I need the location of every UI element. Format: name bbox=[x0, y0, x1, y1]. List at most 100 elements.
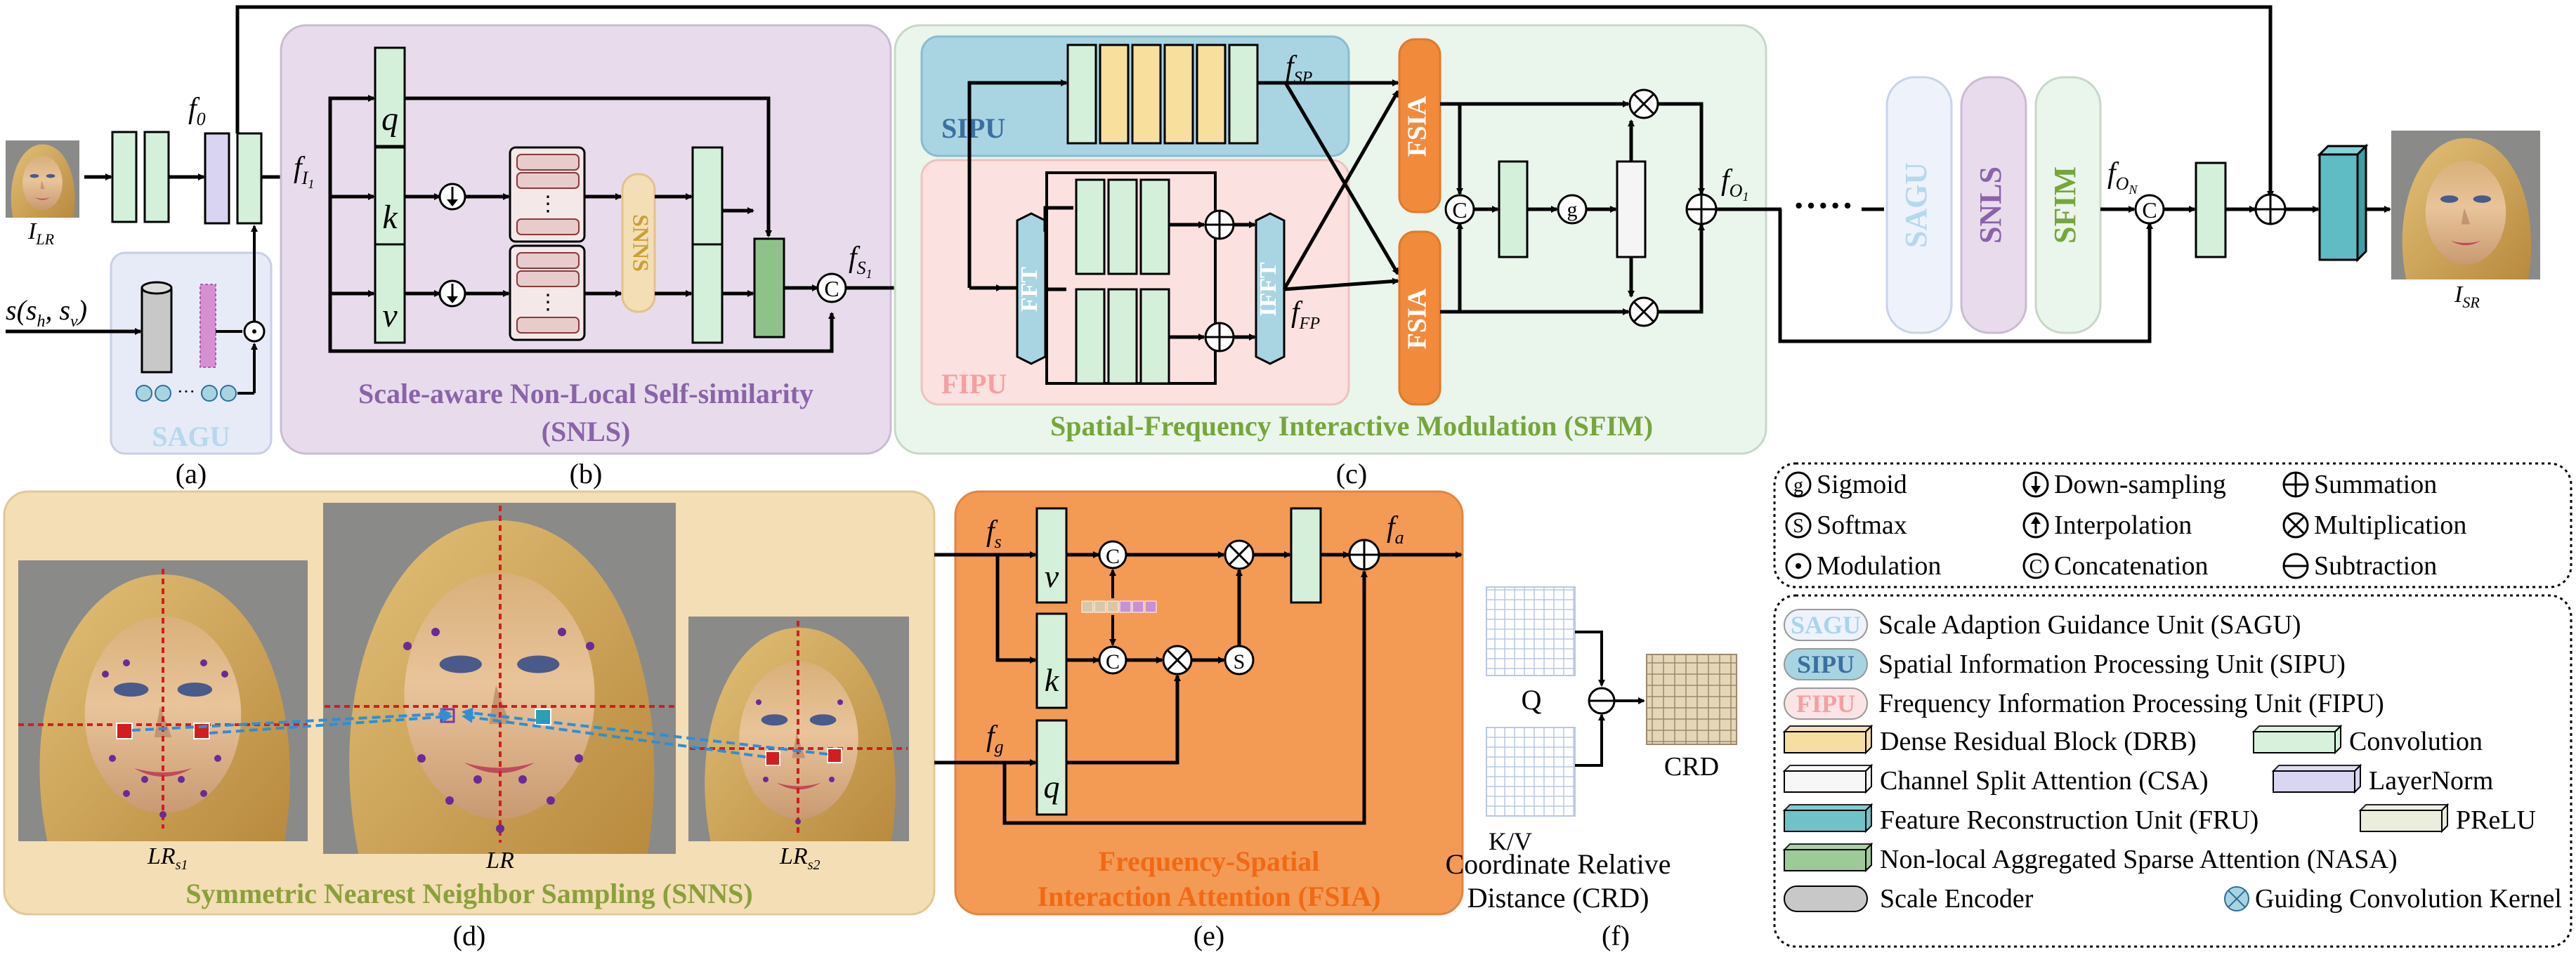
fsia-k-conv: k bbox=[1035, 612, 1068, 709]
q-grid bbox=[1486, 586, 1576, 676]
svg-text:C: C bbox=[1106, 545, 1120, 568]
legend-op-label: Summation bbox=[2314, 470, 2437, 499]
fsia-out-conv bbox=[1290, 507, 1322, 604]
downsample-op-v bbox=[438, 279, 466, 308]
legend-op-label: Multiplication bbox=[2314, 511, 2466, 540]
legend-op-interpolation: Interpolation bbox=[2022, 511, 2192, 540]
mult-op-top bbox=[1628, 88, 1659, 119]
stage-sfim-label: SFIM bbox=[2048, 166, 2082, 244]
final-conv bbox=[2195, 162, 2227, 258]
crd-title-line2: Distance (CRD) bbox=[1467, 882, 1649, 914]
legend-block-row: Dense Residual Block (DRB) Convolution bbox=[1782, 724, 2483, 756]
legend-op-label: Softmax bbox=[1817, 511, 1907, 540]
caption-e: (e) bbox=[1194, 920, 1224, 951]
legend-op-label: Concatenation bbox=[2054, 551, 2208, 581]
fsia-mult-qk bbox=[1162, 645, 1193, 676]
caption-a: (a) bbox=[176, 458, 207, 489]
concat-op-snls: C bbox=[816, 272, 847, 303]
layernorm-block bbox=[204, 132, 263, 225]
legend-block-label: Non-local Aggregated Sparse Attention (N… bbox=[1880, 845, 2398, 874]
stage-snls bbox=[1960, 76, 2027, 334]
svg-text:C: C bbox=[2142, 197, 2157, 223]
fsia-v-conv: v bbox=[1035, 507, 1068, 604]
snns-block bbox=[621, 173, 656, 313]
snls-panel bbox=[280, 24, 892, 455]
guiding-kernel-stack bbox=[200, 284, 216, 368]
svg-text:IFFT: IFFT bbox=[1255, 262, 1281, 317]
sipu-blocks bbox=[1066, 44, 1259, 145]
sfim-title: Spatial-Frequency Interactive Modulation… bbox=[1050, 410, 1653, 442]
svg-text:C: C bbox=[2029, 556, 2043, 578]
sipu-label: SIPU bbox=[941, 112, 1005, 144]
legend-block-label: Channel Split Attention (CSA) bbox=[1880, 766, 2209, 796]
fsia-concat-k: C bbox=[1098, 645, 1127, 675]
concat-op-sfim: C bbox=[1444, 194, 1475, 225]
landmark-dots bbox=[102, 628, 843, 833]
legend-block-label: LayerNorm bbox=[2369, 766, 2493, 796]
input-lr-label: ILR bbox=[27, 218, 55, 248]
fipu-real-branch bbox=[1075, 178, 1170, 275]
fipu-imag-branch bbox=[1075, 288, 1170, 385]
kv-label: K/V bbox=[1489, 827, 1532, 855]
q-label: Q bbox=[1522, 684, 1542, 716]
legend-blocks: Dense Residual Block (DRB) ConvolutionCha… bbox=[1782, 724, 2562, 914]
fru-block bbox=[2317, 143, 2369, 263]
scale-input-label: s(sh, sv) bbox=[6, 294, 87, 331]
fsia-title-line1: Frequency-Spatial bbox=[1099, 845, 1320, 877]
output-sr-label: ISR bbox=[2454, 282, 2480, 311]
snls-title-line1: Scale-aware Non-Local Self-similarity bbox=[358, 378, 813, 409]
mult-op-bottom bbox=[1628, 296, 1659, 327]
legend-block-label: Guiding Convolution Kernel bbox=[2255, 884, 2562, 914]
legend-op-label: Interpolation bbox=[2054, 511, 2192, 540]
f0-label: f0 bbox=[188, 93, 206, 129]
stage-snls-label: SNLS bbox=[1973, 166, 2008, 244]
svg-text:···: ··· bbox=[177, 381, 195, 402]
output-sr-image bbox=[2391, 131, 2540, 279]
sagu-label: SAGU bbox=[152, 421, 230, 452]
fO1-label: fO1 bbox=[1721, 164, 1748, 204]
fsia-label-top: FSIA bbox=[1403, 96, 1432, 157]
legend-block-row: Feature Reconstruction Unit (FRU)PReLU bbox=[1782, 803, 2536, 835]
svg-text:⋮: ⋮ bbox=[537, 192, 558, 216]
k-proj-conv bbox=[691, 146, 724, 247]
legend-block-label: Convolution bbox=[2349, 727, 2483, 756]
snls-title-line2: (SNLS) bbox=[542, 416, 631, 447]
svg-text:q: q bbox=[381, 100, 398, 138]
legend-block-label: Dense Residual Block (DRB) bbox=[1880, 727, 2197, 756]
fsia-title-line2: Interaction Attention (FSIA) bbox=[1038, 881, 1381, 912]
svg-text:g: g bbox=[1793, 475, 1803, 496]
svg-text:S: S bbox=[1234, 650, 1245, 673]
fsia-softmax: S bbox=[1224, 645, 1255, 676]
svg-text:S: S bbox=[1793, 515, 1804, 537]
legend-unit-label: Frequency Information Processing Unit (F… bbox=[1878, 689, 2384, 718]
crd-label: CRD bbox=[1664, 752, 1719, 782]
csa-block bbox=[1616, 160, 1647, 258]
fsia-block-bottom bbox=[1398, 230, 1441, 406]
svg-text:g: g bbox=[1567, 198, 1578, 221]
k-conv: k bbox=[374, 146, 406, 247]
legend-op-label: Subtraction bbox=[2314, 551, 2437, 581]
legend-blocks-box bbox=[1773, 594, 2572, 948]
stage-sagu bbox=[1885, 76, 1953, 334]
fft-hexagon: FFT bbox=[1016, 212, 1047, 365]
legend-op-concatenation: C Concatenation bbox=[2022, 551, 2208, 581]
sampled-k-features: ⋮ bbox=[509, 146, 586, 243]
svg-text:C: C bbox=[824, 276, 839, 301]
legend-block-row: Channel Split Attention (CSA) LayerNorm bbox=[1782, 763, 2493, 796]
legend-op-down-sampling: Down-sampling bbox=[2022, 470, 2226, 499]
svg-text:k: k bbox=[1045, 662, 1060, 698]
legend-op-multiplication: Multiplication bbox=[2282, 511, 2466, 540]
legend-unit-label: Scale Adaption Guidance Unit (SAGU) bbox=[1878, 610, 2301, 640]
scale-encoder bbox=[140, 281, 173, 374]
svg-text:q: q bbox=[1044, 769, 1060, 805]
legend-block-row: Non-local Aggregated Sparse Attention (N… bbox=[1782, 842, 2398, 874]
sum-op-real bbox=[1204, 209, 1235, 240]
fON-label: fON bbox=[2107, 157, 2138, 197]
legend-op-modulation: Modulation bbox=[1785, 551, 1941, 581]
guiding-kernels: ··· bbox=[136, 381, 237, 402]
fsia-concat-v: C bbox=[1098, 540, 1127, 569]
crd-subtract bbox=[1588, 687, 1616, 715]
